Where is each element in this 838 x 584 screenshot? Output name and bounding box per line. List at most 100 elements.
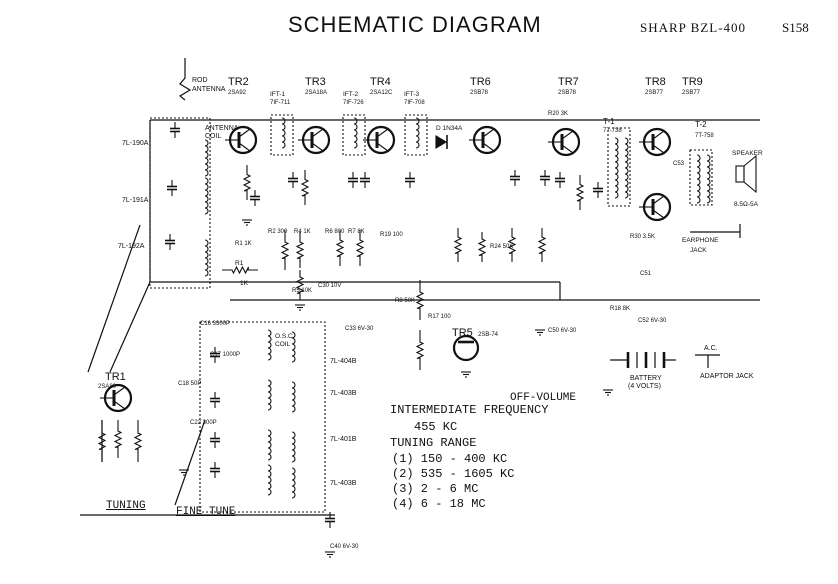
coil-label-rf2: 7L-191A — [122, 197, 149, 204]
part-label-22: C52 6V-30 — [638, 318, 667, 324]
antenna-coil-label: ANTENNA — [205, 125, 239, 132]
capacitor-symbol — [405, 172, 415, 188]
t2-primary — [696, 154, 701, 204]
part-label-12: R30 3.5K — [630, 234, 655, 240]
resistor-symbol — [113, 420, 123, 458]
t1-part: 7T-738 — [603, 128, 622, 134]
earphone-jack-label: JACK — [690, 247, 707, 254]
transistor-type-tr3: 2SA18A — [305, 90, 327, 96]
wiring — [80, 58, 760, 516]
transistor-tr8 — [639, 127, 672, 157]
osc-coil — [291, 331, 296, 363]
t1-primary — [614, 137, 619, 199]
osc-coil-label-4: 7L-403B — [330, 480, 357, 487]
part-label-9: R19 100 — [380, 232, 403, 238]
ift2-part: 7IF-726 — [343, 100, 364, 106]
t1-secondary — [624, 137, 629, 199]
capacitor-symbol — [170, 122, 180, 138]
ift1-shield — [270, 114, 294, 156]
speaker-symbol — [735, 154, 757, 194]
part-label-15: C18 50P — [178, 381, 201, 387]
resistor-symbol — [222, 265, 258, 275]
resistor-symbol — [507, 228, 517, 262]
t2-shield — [689, 149, 713, 206]
osc-coil — [267, 379, 272, 411]
if-value: 455 KC — [414, 420, 458, 434]
capacitor-symbol — [210, 347, 220, 363]
tuning-range-1: (1) 150 - 400 KC — [392, 452, 508, 466]
osc-coil — [267, 464, 272, 496]
battery-voltage: (4 VOLTS) — [628, 383, 661, 390]
resistor-symbol — [415, 330, 425, 370]
part-label-6: R8 50K — [395, 298, 415, 304]
resistor-symbol — [242, 165, 252, 200]
part-label-0: R1 1K — [235, 241, 252, 247]
part-label-10: R20 3K — [548, 111, 568, 117]
tuning-range-4: (4) 6 - 18 MC — [392, 497, 486, 511]
transistor-tr4 — [363, 125, 396, 155]
ground-symbol — [179, 469, 189, 476]
transistor-ref-tr8: TR8 — [645, 76, 666, 88]
tuning-range-2: (2) 535 - 1605 KC — [392, 467, 515, 481]
osc-coil — [291, 381, 296, 413]
resistor-symbol — [335, 230, 345, 266]
part-label-r1-value: 1K — [240, 280, 249, 287]
capacitor-symbol — [555, 172, 565, 188]
transistor-type-tr2: 2SA92 — [228, 90, 247, 96]
part-label-19: C40 6V-30 — [330, 544, 359, 550]
ground-symbol — [535, 329, 545, 336]
wire — [109, 281, 151, 373]
battery-label: BATTERY — [630, 375, 662, 382]
t1-shield — [607, 127, 631, 207]
capacitor-symbol — [210, 392, 220, 408]
transistor-ref-tr4: TR4 — [370, 76, 391, 88]
capacitor-symbol — [210, 462, 220, 478]
capacitor-symbol — [210, 432, 220, 448]
capacitor-symbol — [540, 170, 550, 186]
earphone-label: EARPHONE — [682, 237, 719, 244]
transistor-type-tr6: 2SB78 — [470, 90, 489, 96]
transistor-ref-tr2: TR2 — [228, 76, 249, 88]
ift3-coil — [415, 117, 420, 149]
ift1-coil — [281, 117, 286, 149]
ift2-label: IFT-2 — [343, 91, 359, 98]
ground-symbol — [325, 551, 335, 558]
rf-coil-shield — [149, 117, 211, 289]
part-label-21: C51 — [640, 271, 652, 277]
part-label-3: R5 10K — [292, 288, 312, 294]
part-label-7: R17 100 — [428, 314, 451, 320]
osc-coil-name-2: COIL — [275, 341, 291, 348]
part-label-20: C50 6V-30 — [548, 328, 577, 334]
resistor-symbol — [295, 270, 305, 300]
ift3-shield — [404, 114, 428, 156]
transistor-tr9 — [639, 192, 672, 222]
resistor-symbol — [415, 280, 425, 320]
transistor-tr3 — [298, 125, 331, 155]
part-label-18: C33 6V-30 — [345, 326, 374, 332]
capacitor-symbol — [593, 182, 603, 198]
part-label-2: R4 1K — [294, 229, 311, 235]
resistor-symbol — [300, 170, 310, 205]
coil-label-rf3: 7L-192A — [118, 243, 145, 250]
resistor-symbol — [477, 232, 487, 262]
transistor-type-tr7: 2SB78 — [558, 90, 577, 96]
osc-coil — [267, 329, 272, 361]
ground-symbol — [295, 304, 305, 311]
battery-symbol — [626, 352, 666, 368]
part-label-17: C30 10V — [318, 283, 341, 289]
transistor-tr6 — [469, 125, 502, 155]
tuning-label: TUNING — [106, 500, 146, 512]
transistor-type-tr9: 2SB77 — [682, 90, 701, 96]
tuning-range-heading: TUNING RANGE — [390, 436, 477, 450]
fine-tune-label: FINE TUNE — [176, 506, 236, 518]
ift2-coil — [353, 117, 358, 149]
rod-antenna-label: ANTENNA — [192, 86, 226, 93]
t2-part: 7T-758 — [695, 133, 714, 139]
t1-label: T-1 — [603, 117, 615, 126]
transistor-type-tr1: 2SA80 — [98, 384, 117, 390]
transistor-ref-tr3: TR3 — [305, 76, 326, 88]
diode-label: D 1N34A — [436, 125, 463, 132]
part-label-1: R2 300 — [268, 229, 288, 235]
capacitor-symbol — [360, 172, 370, 188]
